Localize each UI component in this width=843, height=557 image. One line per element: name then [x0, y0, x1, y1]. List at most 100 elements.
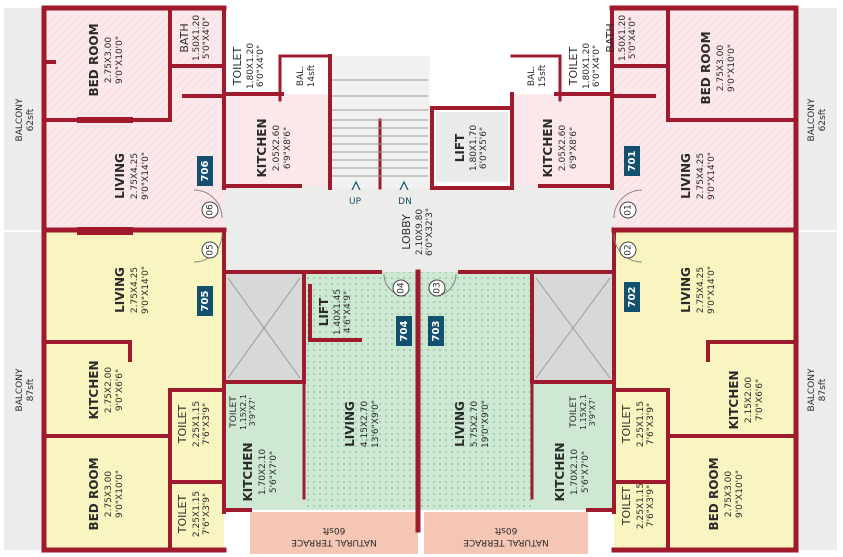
stair-arrows [351, 180, 409, 191]
toilet-701-m: 1.80X1.20 [582, 43, 592, 90]
flat-tag-706: 706 [200, 161, 211, 182]
flat-703-labels: LIVING 5.75X2.70 19'0"X9'0" TOILET 1.15X… [453, 394, 597, 502]
living-701-m: 2.75X4.25 [696, 153, 706, 199]
balcony-62-area-right: 62sft [818, 108, 828, 131]
bal-706-name: BAL. [296, 66, 306, 86]
lobby-name: LOBBY [400, 214, 413, 250]
lobby-f: 6'0"X32'3" [425, 208, 435, 256]
living-706-name: LIVING [113, 153, 127, 199]
terrace-left-name: NATURAL TERRACE [291, 537, 377, 547]
living-702-name: LIVING [679, 267, 693, 313]
kitchen-706-f: 6'9"X8'6" [283, 127, 293, 169]
flat-705-labels: LIVING 2.75X4.25 9'0"X14'0" KITCHEN 2.75… [87, 266, 212, 537]
walls [41, 5, 799, 553]
bedroom-706-f: 9'0"X10'0" [115, 36, 125, 84]
flat-tag-701: 701 [627, 151, 638, 172]
toilet-701-f: 6'0"X4'0" [592, 45, 602, 87]
tag-703-bg [428, 316, 444, 346]
toilet-702a-f: 7'6"X3'9" [646, 403, 656, 445]
toilet-704-f: 3'9"X7' [248, 398, 257, 427]
flat-703-area [420, 272, 532, 510]
flat-706-labels: BED ROOM 2.75X3.00 9'0"X10'0" BATH 1.50X… [87, 15, 317, 200]
terrace-right-area: 60sft [494, 525, 517, 535]
toilet-705a-name: TOILET [176, 405, 189, 445]
terrace-left [250, 512, 418, 554]
kitchen-703-f: 5'6"X7'0" [581, 451, 591, 493]
toilet-703-f: 3'9"X7' [588, 398, 597, 427]
kitchen-701-name: KITCHEN [541, 118, 555, 177]
kitchen-701-m: 2.05X2.60 [558, 125, 568, 172]
toilet-703-m: 1.15X2.1 [579, 394, 588, 430]
lift-bottom-f: 4'6"X4'9" [343, 291, 353, 333]
flat-703-kitchen-area [532, 382, 614, 510]
flat-tag-703: 703 [431, 321, 442, 342]
bath-701-name: BATH [604, 23, 617, 52]
living-704-name: LIVING [343, 401, 357, 447]
kitchen-702-m: 2.15X2.00 [744, 377, 754, 424]
door-04-marker [392, 279, 410, 297]
tag-704-bg [396, 316, 412, 346]
toilet-704-name: TOILET [229, 396, 239, 429]
lift-701-area [436, 112, 508, 182]
door-markers: 06 05 04 03 02 01 [201, 201, 637, 297]
toilet-706-m: 1.80X1.20 [246, 43, 256, 90]
kitchen-705-f: 9'0"X6'6" [115, 369, 125, 411]
balcony-87-label-right: BALCONY [807, 368, 817, 411]
kitchen-702-f: 7'0"X6'6" [755, 379, 765, 421]
terrace-labels: NATURAL TERRACE 60sft NATURAL TERRACE 60… [291, 525, 549, 547]
bedroom-706-m: 2.75X3.00 [104, 37, 114, 84]
door-02-marker [619, 241, 637, 259]
kitchen-705-name: KITCHEN [87, 360, 101, 419]
bath-701-f: 5'0"X4'0" [628, 17, 638, 59]
door-03-label: 03 [433, 282, 443, 293]
door-04-label: 04 [397, 282, 407, 294]
toilet-705b-f: 7'6"X3'9" [202, 493, 212, 535]
living-706-m: 2.75X4.25 [130, 153, 140, 199]
up-label: UP [349, 197, 362, 207]
living-704-f: 13'6"X9'0" [371, 400, 381, 448]
kitchen-702-name: KITCHEN [727, 370, 741, 429]
lobby-m: 2.10X9.80 [415, 209, 425, 256]
toilet-702b-name: TOILET [620, 487, 633, 527]
door-06-label: 06 [206, 204, 216, 216]
tag-702-bg [624, 282, 640, 312]
balcony-62-label: BALCONY [15, 98, 25, 141]
lift-bottom-name: LIFT [317, 297, 331, 326]
staircase-treads [332, 79, 428, 177]
toilet-702b-m: 2.25X1.15 [636, 483, 646, 529]
tag-705-bg [197, 286, 213, 316]
door-02-label: 02 [624, 244, 634, 255]
living-702-m: 2.75X4.25 [696, 267, 706, 313]
bedroom-702-name: BED ROOM [707, 457, 721, 530]
bedroom-705-m: 2.75X3.00 [104, 471, 114, 518]
toilet-705a-m: 2.25X1.15 [192, 401, 202, 447]
door-05-marker [201, 241, 219, 259]
door-06-marker [201, 201, 219, 219]
living-706-f: 9'0"X14'0" [141, 152, 151, 200]
core-labels: UP DN LIFT 1.80X1.70 6'0"X5'6" LOBBY 2.1… [317, 125, 489, 336]
door-05-label: 05 [206, 244, 216, 255]
living-704-m: 4.15X2.70 [360, 401, 370, 448]
flat-702-labels: LIVING 2.75X4.25 9'0"X14'0" TOILET 2.25X… [620, 266, 765, 531]
balcony-left-bottom [4, 232, 42, 550]
balcony-right-bottom [797, 232, 837, 550]
toilet-706-name: TOILET [231, 47, 244, 87]
balcony-labels: BALCONY 62sft BALCONY 87sft BALCONY 62sf… [15, 98, 828, 411]
bedroom-702-m: 2.75X3.00 [724, 471, 734, 518]
bath-706-f: 5'0"X4'0" [202, 17, 212, 59]
dn-label: DN [398, 197, 412, 207]
lift-top-name: LIFT [453, 133, 467, 162]
bedroom-702-f: 9'0"X10'0" [735, 470, 745, 518]
door-03-marker [428, 279, 446, 297]
toilet-703-name: TOILET [569, 396, 579, 429]
tag-706-bg [197, 156, 213, 186]
bedroom-706-name: BED ROOM [87, 23, 101, 96]
balcony-right-top [797, 8, 837, 230]
toilet-705b-m: 2.25X1.15 [192, 491, 202, 537]
bal-701-name: BAL. [527, 66, 537, 86]
lift-bottom-m: 1.40X1.45 [333, 289, 343, 335]
flat-704-labels: TOILET 1.15X2.1 3'9"X7' KITCHEN 1.70X2.1… [229, 394, 381, 502]
lobby-area [224, 186, 614, 272]
bal-706-area: 14sft [307, 64, 317, 87]
kitchen-703-m: 1.70X2.10 [570, 449, 580, 496]
